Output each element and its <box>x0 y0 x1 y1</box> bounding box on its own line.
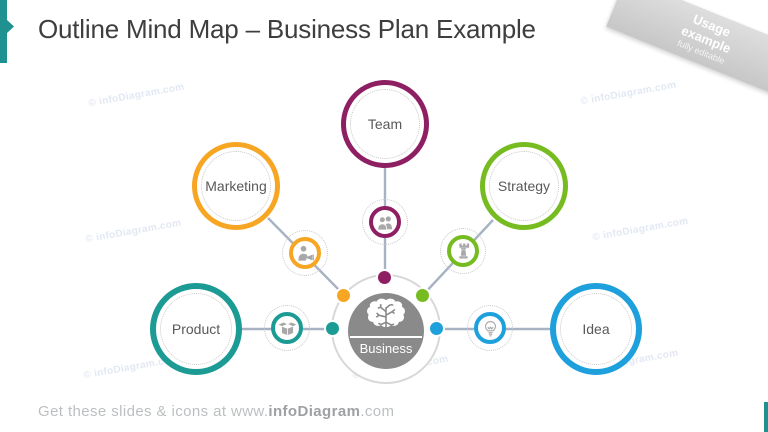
icon-ring-strategy <box>447 235 479 267</box>
page-title: Outline Mind Map – Business Plan Example <box>38 14 536 44</box>
slide-accent-bottom-right <box>764 402 768 432</box>
lightbulb-icon <box>484 320 496 336</box>
dot-strategy <box>416 289 429 302</box>
dot-team <box>378 271 391 284</box>
dot-product <box>326 322 339 335</box>
node-marketing-label: Marketing <box>205 178 267 194</box>
brain-icon <box>367 298 405 336</box>
node-team-label: Team <box>367 116 403 132</box>
icon-node-strategy <box>440 228 486 274</box>
team-people-icon <box>376 215 392 230</box>
announcer-megaphone-icon <box>297 245 314 261</box>
footer-brand: infoDiagram <box>268 403 361 420</box>
open-box-icon <box>278 321 296 336</box>
icon-node-marketing <box>282 230 328 276</box>
node-strategy: Strategy <box>480 142 568 230</box>
icon-ring-idea <box>474 312 506 344</box>
icon-node-product <box>264 305 310 351</box>
icon-node-team <box>362 199 408 245</box>
center-divider-line <box>350 336 422 338</box>
node-idea-label: Idea <box>582 321 610 337</box>
slide-accent-left <box>0 0 14 63</box>
icon-node-idea <box>467 305 513 351</box>
node-product-label: Product <box>171 321 221 337</box>
footer-credit: Get these slides & icons at www.infoDiag… <box>38 403 394 420</box>
icon-ring-product <box>271 312 303 344</box>
node-idea: Idea <box>550 283 642 375</box>
node-product: Product <box>150 283 242 375</box>
node-team: Team <box>341 80 429 168</box>
node-marketing: Marketing <box>192 142 280 230</box>
dot-idea <box>430 322 443 335</box>
accent-shape <box>0 0 14 63</box>
icon-ring-team <box>369 206 401 238</box>
icon-ring-marketing <box>289 237 321 269</box>
footer-prefix: Get these slides & icons at www. <box>38 403 269 420</box>
footer-suffix: .com <box>360 403 395 420</box>
chess-rook-icon <box>458 243 469 259</box>
center-node: Business <box>348 293 424 369</box>
node-strategy-label: Strategy <box>497 178 551 194</box>
dot-marketing <box>337 289 350 302</box>
center-node-label: Business <box>359 341 413 356</box>
